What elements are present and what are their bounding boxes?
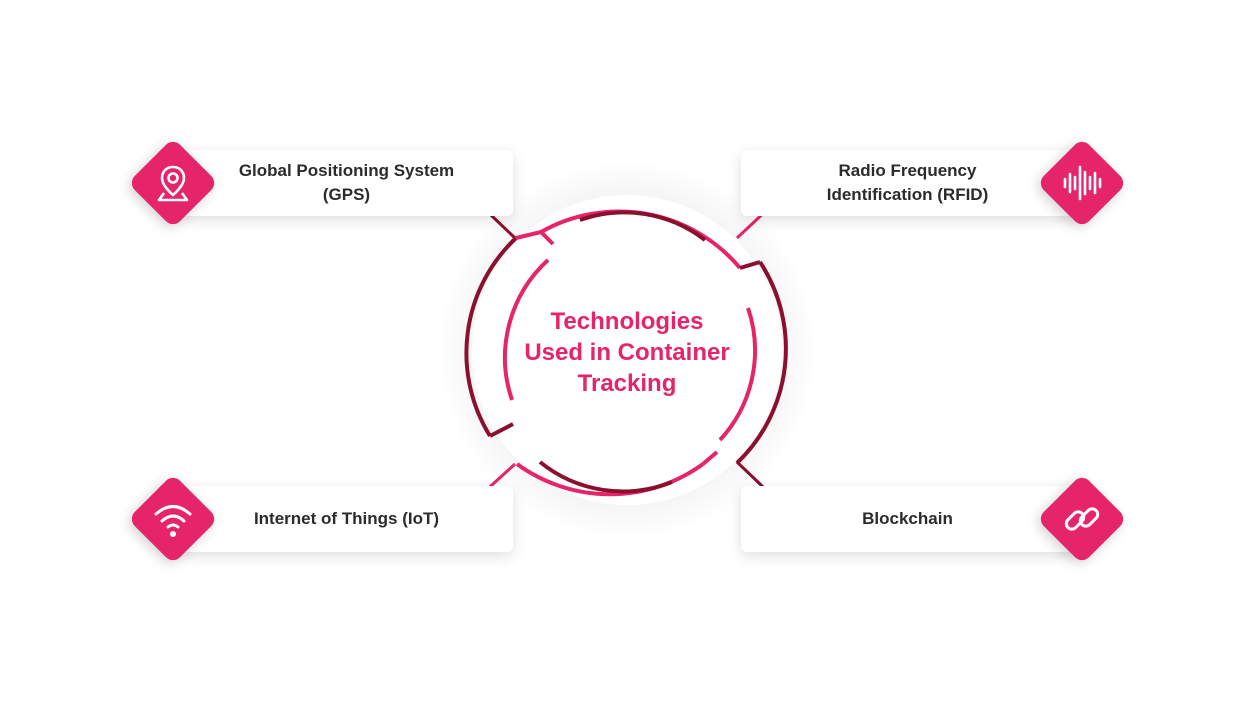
iot-label: Internet of Things (IoT) xyxy=(253,509,440,528)
gps-card: Global Positioning System (GPS) xyxy=(180,150,513,216)
outer-arc-right xyxy=(735,260,788,465)
center-title-line-3: Tracking xyxy=(577,370,677,397)
wifi-icon xyxy=(154,505,192,537)
inner-arc-bottom xyxy=(538,460,673,494)
rfid-label-line-1: Radio Frequency xyxy=(838,161,977,180)
sound-wave-icon xyxy=(1063,165,1102,201)
gps-label: Global Positioning System (GPS) xyxy=(239,159,454,207)
rfid-label-line-2: Identification (RFID) xyxy=(826,185,989,204)
gps-label-line-1: Global Positioning System xyxy=(238,161,455,180)
center-title: Technologies Used in Container Tracking xyxy=(497,306,757,399)
gps-label-line-2: (GPS) xyxy=(322,185,371,204)
iot-card: Internet of Things (IoT) xyxy=(180,486,513,552)
rfid-label: Radio Frequency Identification (RFID) xyxy=(827,159,988,207)
outer-arc-left xyxy=(464,236,518,438)
inner-arc-right xyxy=(718,307,757,442)
chain-link-icon xyxy=(1064,507,1100,531)
inner-arc-top xyxy=(579,210,707,242)
center-title-line-2: Used in Container xyxy=(524,339,730,366)
blockchain-label: Blockchain xyxy=(862,509,953,528)
outer-arc-bottom xyxy=(515,462,705,497)
center-title-line-1: Technologies xyxy=(550,308,704,335)
location-pin-icon xyxy=(157,165,189,202)
blockchain-card: Blockchain xyxy=(741,486,1074,552)
rfid-card: Radio Frequency Identification (RFID) xyxy=(741,150,1074,216)
ring-fill xyxy=(472,195,782,505)
inner-arc-left xyxy=(503,258,550,401)
